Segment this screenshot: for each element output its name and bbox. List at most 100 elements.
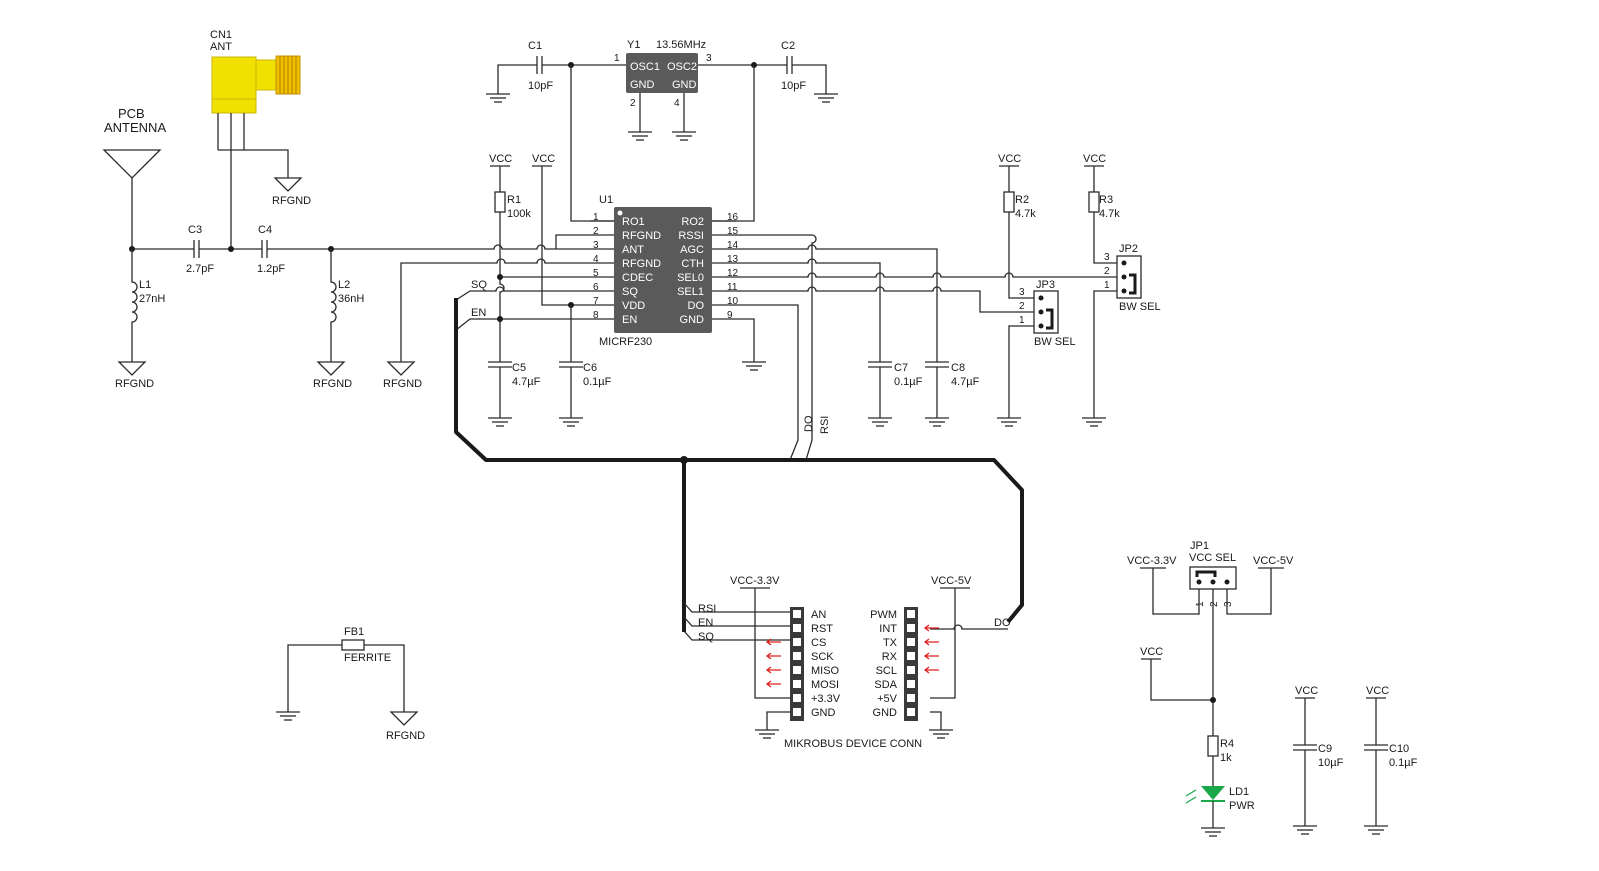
jp3-pin2: 2 xyxy=(1019,301,1025,312)
header-pin xyxy=(907,666,915,674)
mikrobus-title: MIKROBUS DEVICE CONN xyxy=(784,738,922,750)
vcc-label-vdd: VCC xyxy=(532,153,555,165)
ld1-ref: LD1 xyxy=(1229,786,1249,798)
net-do-label: DO xyxy=(803,415,815,432)
rfgnd-label-fb1: RFGND xyxy=(386,730,425,742)
mikrobus-pin-label: MOSI xyxy=(811,679,839,691)
c6-value: 0.1µF xyxy=(583,376,612,388)
jp1-pin2: 2 xyxy=(1209,601,1220,607)
cn1-ref: CN1 xyxy=(210,29,232,41)
header-pin xyxy=(793,666,801,674)
u1-pin-num-left: 2 xyxy=(593,226,599,237)
c3-ref: C3 xyxy=(188,224,202,236)
jp2-ref: JP2 xyxy=(1119,243,1138,255)
mikrobus-pin-label: MISO xyxy=(811,665,840,677)
u1-pin-num-right: 12 xyxy=(727,268,739,279)
mikrobus-pin-label: SCK xyxy=(811,651,834,663)
header-pin xyxy=(907,638,915,646)
u1-pin-name-left: SQ xyxy=(622,286,638,298)
y1-gnd-2: GND xyxy=(672,79,697,91)
crystal-y1 xyxy=(626,53,698,93)
jp2-pin2: 2 xyxy=(1104,266,1110,277)
fb1-value: FERRITE xyxy=(344,652,391,664)
jp1-pin1: 1 xyxy=(1195,601,1206,607)
c10-value: 0.1µF xyxy=(1389,757,1418,769)
c1-value: 10pF xyxy=(528,80,553,92)
u1-pin-num-right: 9 xyxy=(727,310,733,321)
rfgnd-label-l2: RFGND xyxy=(313,378,352,390)
signal-direction-icon xyxy=(923,638,939,646)
jp3-label: BW SEL xyxy=(1034,336,1076,348)
u1-pin-name-left: RFGND xyxy=(622,258,661,270)
mikrobus-pin-label: INT xyxy=(879,623,897,635)
jumper-jp2[interactable] xyxy=(1116,255,1142,299)
mikrobus-pin-label: CS xyxy=(811,637,826,649)
fb1-ref: FB1 xyxy=(344,626,364,638)
u1-pin-name-right: SEL0 xyxy=(677,272,704,284)
c5-ref: C5 xyxy=(512,362,526,374)
mikrobus-pin-label: GND xyxy=(873,707,898,719)
u1-pin-name-left: EN xyxy=(622,314,637,326)
y1-frequency: 13.56MHz xyxy=(656,39,706,51)
c3-value: 2.7pF xyxy=(186,263,214,275)
u1-pin-num-right: 10 xyxy=(727,296,739,307)
bus-sq-label: SQ xyxy=(698,631,714,643)
u1-pin-num-left: 6 xyxy=(593,282,599,293)
u1-pin-num-right: 14 xyxy=(727,240,739,251)
r2-ref: R2 xyxy=(1015,194,1029,206)
mikrobus-pin-label: TX xyxy=(883,637,898,649)
vcc-label-r2: VCC xyxy=(998,153,1021,165)
c10-ref: C10 xyxy=(1389,743,1409,755)
vcc-label-r1: VCC xyxy=(489,153,512,165)
header-pin xyxy=(793,680,801,688)
vcc-label-led: VCC xyxy=(1140,646,1163,658)
ferrite-bead-fb1 xyxy=(341,639,365,651)
header-body xyxy=(904,607,918,721)
u1-pin-num-left: 4 xyxy=(593,254,599,265)
u1-pin-name-right: GND xyxy=(680,314,705,326)
header-pin xyxy=(907,652,915,660)
bus-en-label: EN xyxy=(698,617,713,629)
y1-osc1: OSC1 xyxy=(630,61,660,73)
pcb-antenna-label-1: PCB xyxy=(118,106,145,121)
r4-ref: R4 xyxy=(1220,738,1234,750)
u1-pin-name-left: VDD xyxy=(622,300,645,312)
vcc-label-r3: VCC xyxy=(1083,153,1106,165)
y1-pin3: 3 xyxy=(706,53,712,64)
u1-pin-num-right: 13 xyxy=(727,254,739,265)
jumper-jp3[interactable] xyxy=(1033,290,1059,334)
signal-direction-icon xyxy=(765,652,781,660)
mikrobus-pin-label: RX xyxy=(882,651,898,663)
u1-pin-name-right: AGC xyxy=(680,244,704,256)
net-rsi-label: RSI xyxy=(819,416,831,434)
l1-ref: L1 xyxy=(139,279,151,291)
vcc-label-c9: VCC xyxy=(1295,685,1318,697)
y1-gnd-1: GND xyxy=(630,79,655,91)
jumper-jp1[interactable] xyxy=(1189,566,1237,590)
pcb-antenna-symbol xyxy=(102,149,162,179)
header-pin xyxy=(793,652,801,660)
u1-pin-name-right: SEL1 xyxy=(677,286,704,298)
mikrobus-pin-label: PWM xyxy=(870,609,897,621)
sma-connector-cn1 xyxy=(211,55,301,150)
vcc33-label-mb: VCC-3.3V xyxy=(730,575,780,587)
led-ld1 xyxy=(1185,786,1225,804)
r2-value: 4.7k xyxy=(1015,208,1036,220)
u1-pin-num-left: 8 xyxy=(593,310,599,321)
vcc-label-c10: VCC xyxy=(1366,685,1389,697)
rfgnd-label-cn1: RFGND xyxy=(272,195,311,207)
mikrobus-pin-label: +5V xyxy=(877,693,898,705)
mikrobus-pin-label: +3.3V xyxy=(811,693,841,705)
u1-pin-num-right: 15 xyxy=(727,226,739,237)
u1-pin-name-right: DO xyxy=(688,300,705,312)
y1-pin4: 4 xyxy=(674,98,680,109)
u1-pin-num-left: 7 xyxy=(593,296,599,307)
c7-ref: C7 xyxy=(894,362,908,374)
rfgnd-label-u1: RFGND xyxy=(383,378,422,390)
header-pin xyxy=(793,610,801,618)
signal-direction-icon xyxy=(923,624,939,632)
